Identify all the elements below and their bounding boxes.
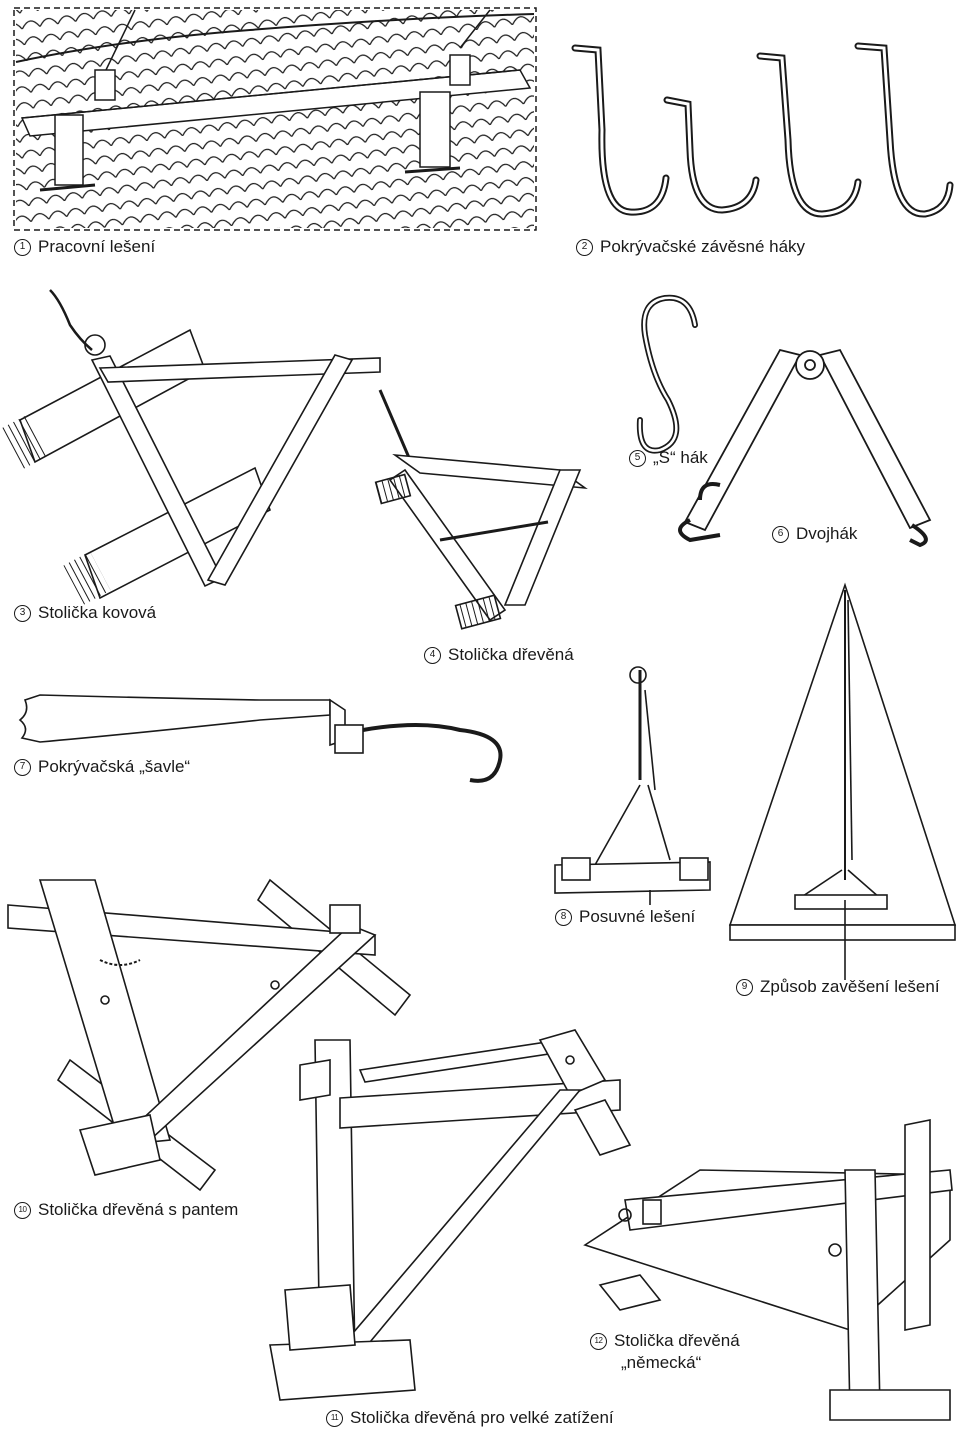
fig5-caption: 5 „S“ hák xyxy=(629,448,708,468)
fig10-caption: 10 Stolička dřevěná s pantem xyxy=(14,1200,238,1220)
fig3-metal-bracket xyxy=(0,289,381,605)
fig4-wooden-bracket xyxy=(374,389,588,630)
fig6-double-hook xyxy=(678,348,932,548)
fig2-caption: 2 Pokrývačské závěsné háky xyxy=(576,237,805,257)
fig9-number: 9 xyxy=(736,978,753,996)
fig6-caption: 6 Dvojhák xyxy=(772,524,857,544)
fig1-working-scaffold xyxy=(13,7,537,231)
fig3-label: Stolička kovová xyxy=(38,603,157,622)
fig8-label: Posuvné lešení xyxy=(579,907,696,926)
fig5-label: „S“ hák xyxy=(653,448,708,467)
fig7-roofer-saber xyxy=(18,694,503,783)
fig11-heavy-load-bracket xyxy=(269,1029,632,1401)
fig5-number: 5 xyxy=(629,449,646,467)
fig3-number: 3 xyxy=(14,604,31,622)
fig9-label: Způsob zavěšení lešení xyxy=(760,977,940,996)
fig12-german-bracket xyxy=(583,1119,953,1421)
fig1-number: 1 xyxy=(14,238,31,256)
fig11-number: 11 xyxy=(326,1409,343,1427)
fig8-caption: 8 Posuvné lešení xyxy=(555,907,695,927)
fig8-number: 8 xyxy=(555,908,572,926)
fig9-caption: 9 Způsob zavěšení lešení xyxy=(736,977,940,997)
fig2-number: 2 xyxy=(576,238,593,256)
fig10-number: 10 xyxy=(14,1201,31,1219)
fig7-number: 7 xyxy=(14,758,31,776)
fig11-label: Stolička dřevěná pro velké zatížení xyxy=(350,1408,614,1427)
fig7-caption: 7 Pokrývačská „šavle“ xyxy=(14,757,190,777)
fig11-caption: 11 Stolička dřevěná pro velké zatížení xyxy=(326,1408,614,1428)
fig12-label-line1: Stolička dřevěná xyxy=(614,1331,740,1350)
fig1-label: Pracovní lešení xyxy=(38,237,156,256)
fig6-number: 6 xyxy=(772,525,789,543)
fig7-label: Pokrývačská „šavle“ xyxy=(38,757,191,776)
fig4-caption: 4 Stolička dřevěná xyxy=(424,645,574,665)
fig10-hinged-bracket xyxy=(7,878,412,1192)
fig6-label: Dvojhák xyxy=(796,524,858,543)
fig10-label: Stolička dřevěná s pantem xyxy=(38,1200,239,1219)
fig12-label-line2: „německá“ xyxy=(621,1353,702,1372)
fig2-hanging-hooks xyxy=(571,42,954,218)
fig9-suspension-method xyxy=(728,582,957,980)
fig4-number: 4 xyxy=(424,646,441,664)
fig2-label: Pokrývačské závěsné háky xyxy=(600,237,806,256)
fig4-label: Stolička dřevěná xyxy=(448,645,574,664)
fig12-number: 12 xyxy=(590,1332,607,1350)
fig12-caption: 12 Stolička dřevěná „německá“ xyxy=(590,1330,740,1374)
fig1-caption: 1 Pracovní lešení xyxy=(14,237,155,257)
fig5-s-hook xyxy=(636,294,698,454)
fig8-sliding-scaffold xyxy=(554,666,711,905)
fig3-caption: 3 Stolička kovová xyxy=(14,603,156,623)
